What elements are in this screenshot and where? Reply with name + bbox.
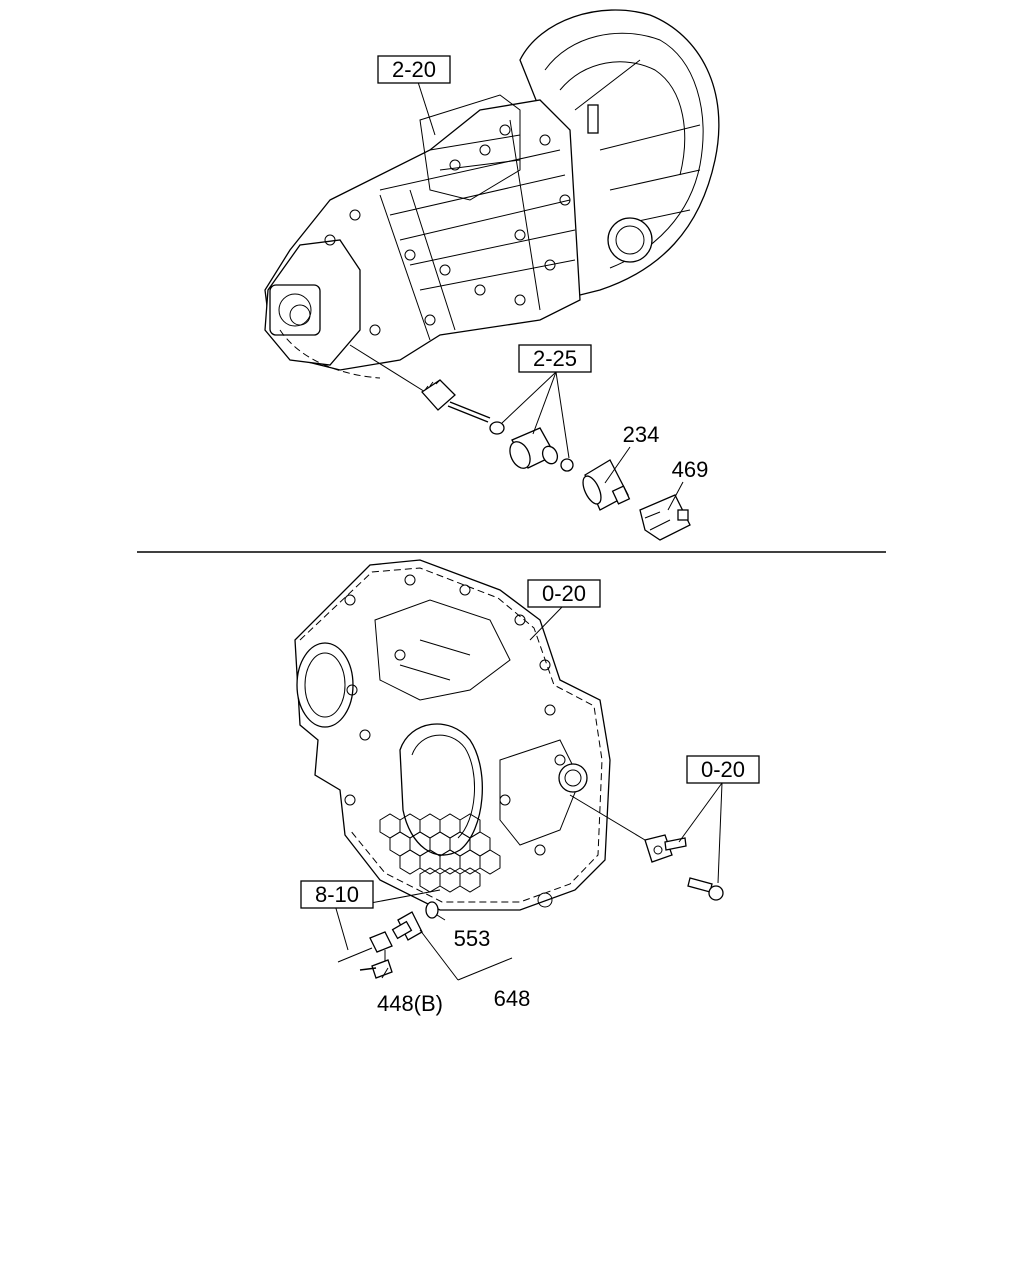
svg-text:0-20: 0-20 [542, 581, 586, 606]
leader-648 [419, 929, 513, 981]
small-ring [560, 458, 574, 472]
ref-label-0-20-right: 0-20 [686, 755, 760, 784]
honeycomb-ribs [379, 813, 501, 893]
ref-label-2-25: 2-25 [518, 344, 592, 373]
leader-553 [436, 914, 446, 921]
part-label-469: 469 [672, 457, 709, 482]
leader-0-20-top [529, 605, 564, 641]
svg-text:2-25: 2-25 [533, 346, 577, 371]
leader-469 [667, 481, 684, 511]
part-label-553: 553 [454, 926, 491, 951]
o-ring-553 [425, 901, 439, 919]
speedometer-drive-parts [349, 344, 691, 541]
leader-448b [381, 967, 389, 979]
ref-label-0-20-top: 0-20 [527, 579, 601, 608]
svg-text:0-20: 0-20 [701, 757, 745, 782]
o-ring [489, 421, 505, 435]
leader-0-20-right [678, 782, 723, 884]
transmission-assembly [264, 9, 720, 379]
svg-text:2-20: 2-20 [392, 57, 436, 82]
sensor-648-group [337, 901, 439, 979]
ref-label-8-10: 8-10 [300, 880, 374, 909]
part-label-648: 648 [494, 986, 531, 1011]
part-label-448b: 448(B) [377, 991, 443, 1016]
ref-label-2-20: 2-20 [377, 55, 451, 84]
sensor-bracket-0-20 [569, 794, 724, 901]
leader-8-10 [334, 904, 349, 951]
leader-2-25 [501, 371, 570, 459]
flywheel-housing [294, 559, 611, 911]
svg-text:8-10: 8-10 [315, 882, 359, 907]
part-label-234: 234 [623, 422, 660, 447]
leader-2-20 [417, 81, 436, 136]
leader-234 [604, 446, 631, 484]
